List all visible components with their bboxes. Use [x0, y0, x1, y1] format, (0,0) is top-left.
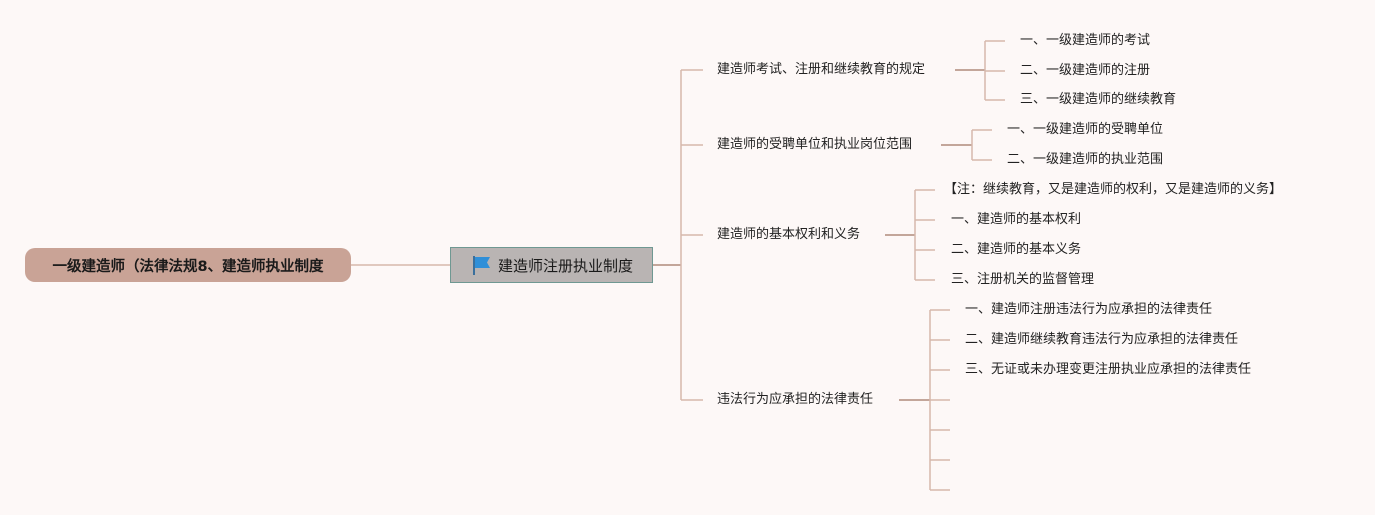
leaf-topic[interactable]: 二、一级建造师的执业范围: [1007, 152, 1164, 167]
leaf-topic[interactable]: 一、建造师注册违法行为应承担的法律责任: [965, 302, 1213, 317]
flag-icon: [472, 256, 490, 275]
branch-topic-rights-duties[interactable]: 建造师的基本权利和义务: [717, 227, 861, 242]
leaf-topic[interactable]: 一、一级建造师的考试: [1020, 33, 1151, 48]
branch-topic-legal-liability[interactable]: 违法行为应承担的法律责任: [717, 392, 874, 407]
leaf-topic-note[interactable]: 【注：继续教育，又是建造师的权利，又是建造师的义务】: [944, 182, 1283, 197]
leaf-topic[interactable]: 一、建造师的基本权利: [951, 212, 1082, 227]
leaf-topic[interactable]: 三、无证或未办理变更注册执业应承担的法律责任: [965, 362, 1252, 377]
leaf-topic[interactable]: 二、建造师的基本义务: [951, 242, 1082, 257]
root-topic[interactable]: 一级建造师（法律法规8、建造师执业制度: [25, 248, 351, 282]
leaf-topic[interactable]: 二、一级建造师的注册: [1020, 63, 1151, 78]
root-topic-label: 一级建造师（法律法规8、建造师执业制度: [52, 258, 324, 275]
leaf-topic[interactable]: 三、注册机关的监督管理: [951, 272, 1095, 287]
branch-topic-employer-scope[interactable]: 建造师的受聘单位和执业岗位范围: [717, 137, 913, 152]
branch-topic-exam-registration[interactable]: 建造师考试、注册和继续教育的规定: [717, 62, 926, 77]
central-topic[interactable]: 建造师注册执业制度: [450, 247, 653, 283]
leaf-topic[interactable]: 一、一级建造师的受聘单位: [1007, 122, 1164, 137]
leaf-topic[interactable]: 三、一级建造师的继续教育: [1020, 92, 1177, 107]
central-topic-label: 建造师注册执业制度: [497, 256, 633, 275]
leaf-topic[interactable]: 二、建造师继续教育违法行为应承担的法律责任: [965, 332, 1239, 347]
